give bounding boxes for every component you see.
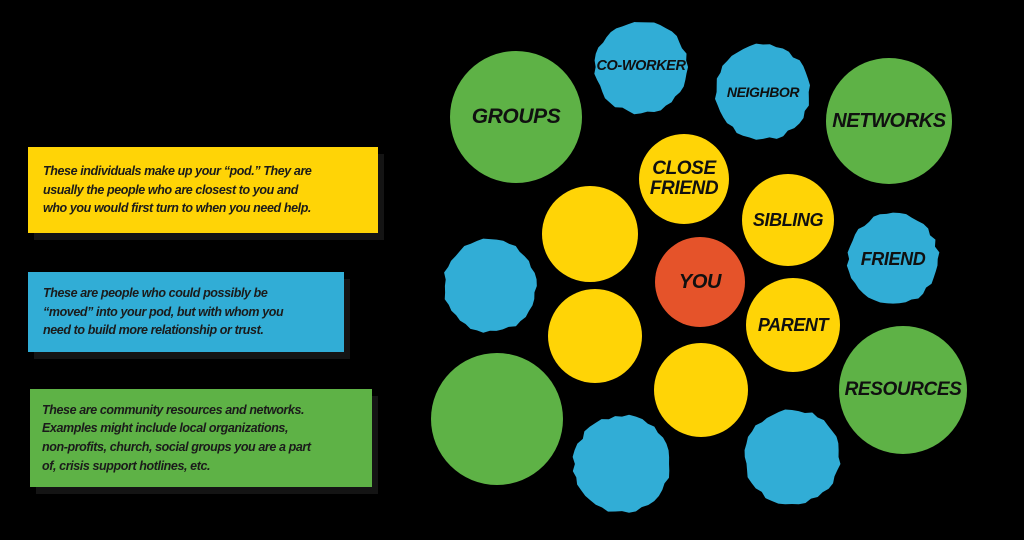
circle-co-worker: CO-WORKER [594, 22, 689, 115]
circle-networks: NETWORKS [826, 58, 952, 184]
circle-friend-label: FRIEND [860, 248, 926, 269]
circle-resources: RESOURCES [839, 326, 967, 454]
circle-blank-blue-2 [572, 414, 670, 513]
build-trust-description-box: These are people who could possibly be “… [28, 272, 344, 352]
circle-you-label: YOU [678, 270, 722, 293]
circle-resources-label: RESOURCES [844, 379, 962, 401]
circle-blank-blue-1 [444, 238, 537, 333]
circle-parent: PARENT [746, 278, 840, 372]
circle-groups-label: GROUPS [471, 104, 561, 128]
circle-blank-yellow-3 [654, 343, 748, 437]
pod-description-text: These individuals make up your “pod.” Th… [43, 163, 312, 216]
build-trust-description-text: These are people who could possibly be “… [43, 285, 284, 338]
circle-sibling: SIBLING [742, 174, 834, 266]
circle-blank-yellow-2 [548, 289, 642, 383]
pod-description-box: These individuals make up your “pod.” Th… [28, 147, 378, 233]
circle-close-friend: CLOSE FRIEND [639, 134, 729, 224]
circle-neighbor: NEIGHBOR [714, 43, 810, 140]
circle-parent-label: PARENT [757, 314, 829, 335]
circle-sibling-label: SIBLING [752, 209, 824, 230]
circle-networks-label: NETWORKS [832, 109, 946, 132]
circle-close-friend-label: CLOSE FRIEND [649, 158, 719, 199]
circle-neighbor-label: NEIGHBOR [726, 83, 800, 100]
circle-blank-yellow-1 [542, 186, 638, 282]
circle-blank-blue-3 [744, 409, 841, 505]
circle-friend: FRIEND [846, 212, 940, 304]
community-resources-description-box: These are community resources and networ… [30, 389, 372, 487]
circle-co-worker-label: CO-WORKER [596, 58, 686, 75]
circle-groups: GROUPS [450, 51, 582, 183]
circle-blank-green [431, 353, 563, 485]
community-resources-description-text: These are community resources and networ… [42, 402, 311, 473]
circle-you: YOU [655, 237, 745, 327]
